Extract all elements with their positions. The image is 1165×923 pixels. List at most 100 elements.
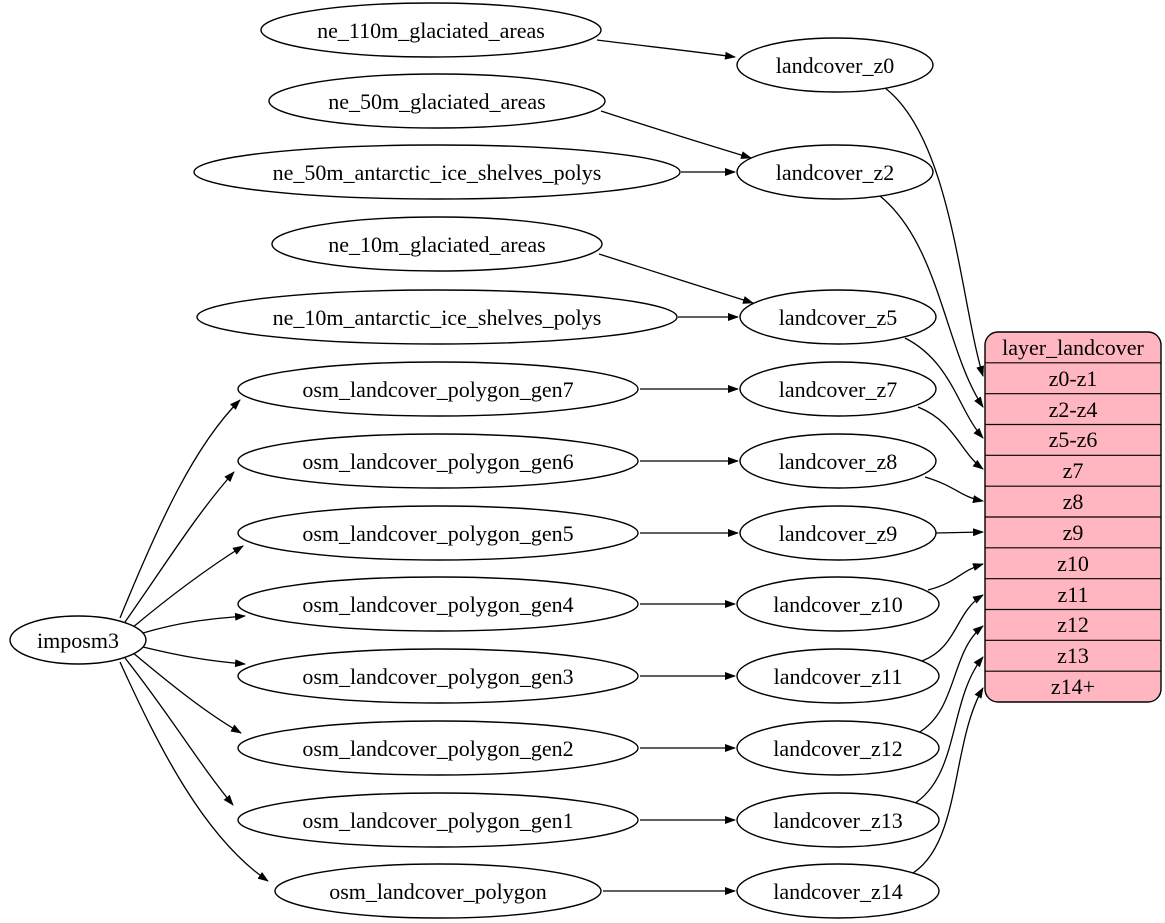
node-osm_landcover_polygon_gen7-shape [237, 361, 639, 417]
node-ne_10m_glaciated_areas-shape [271, 216, 603, 272]
node-osm_landcover_polygon_gen3-shape [237, 648, 639, 704]
node-landcover_z9-shape [739, 505, 937, 561]
record-row-z13: z13 [1057, 643, 1089, 668]
node-landcover_z5: landcover_z5 [739, 289, 937, 345]
node-landcover_z7-shape [739, 361, 937, 417]
edge-ne_10m_glaciated_areas-to-landcover_z5 [598, 253, 754, 304]
edge-imposm3-to-osm_landcover_polygon_gen3 [142, 646, 246, 668]
node-osm_landcover_polygon_gen7-label: osm_landcover_polygon_gen7 [302, 377, 573, 402]
node-osm_landcover_polygon_gen4-shape [237, 576, 639, 632]
edge-imposm3-to-osm_landcover_polygon_gen5 [131, 545, 244, 629]
node-landcover_z14-shape [736, 863, 940, 919]
edge-landcover_z14-to-row-z14plus [907, 687, 984, 877]
edge-landcover_z2-to-row-z2-z4 [879, 195, 984, 408]
node-landcover_z0: landcover_z0 [736, 37, 934, 93]
node-landcover_z2-label: landcover_z2 [776, 160, 895, 185]
node-ne_50m_antarctic_ice_shelves_polys: ne_50m_antarctic_ice_shelves_polys [193, 144, 681, 200]
node-osm_landcover_polygon_gen2-shape [237, 720, 639, 776]
edge-landcover_z13-to-row-z13 [911, 656, 984, 806]
node-imposm3: imposm3 [9, 615, 147, 665]
node-landcover_z11-label: landcover_z11 [774, 664, 903, 689]
node-ne_110m_glaciated_areas-label: ne_110m_glaciated_areas [317, 18, 545, 43]
node-osm_landcover_polygon_gen4: osm_landcover_polygon_gen4 [237, 576, 639, 632]
record-row-z7: z7 [1063, 458, 1084, 483]
edge-imposm3-to-osm_landcover_polygon_gen1 [124, 657, 234, 806]
node-ne_50m_glaciated_areas-label: ne_50m_glaciated_areas [328, 89, 545, 114]
node-landcover_z13-shape [736, 792, 940, 848]
node-osm_landcover_polygon_gen5-shape [237, 505, 639, 561]
record-row-z9: z9 [1063, 520, 1084, 545]
node-landcover_z8: landcover_z8 [739, 433, 937, 489]
node-ne_10m_glaciated_areas: ne_10m_glaciated_areas [271, 216, 603, 272]
record-row-z0-z1: z0-z1 [1049, 366, 1098, 391]
record-row-z11: z11 [1058, 582, 1089, 607]
node-ne_10m_antarctic_ice_shelves_polys-shape [196, 289, 678, 345]
node-landcover_z14: landcover_z14 [736, 863, 940, 919]
node-osm_landcover_polygon-shape [274, 863, 602, 919]
node-ne_50m_glaciated_areas: ne_50m_glaciated_areas [268, 73, 606, 129]
node-landcover_z11-shape [736, 648, 940, 704]
node-landcover_z5-shape [739, 289, 937, 345]
node-ne_50m_antarctic_ice_shelves_polys-label: ne_50m_antarctic_ice_shelves_polys [273, 160, 602, 185]
edge-landcover_z8-to-row-z8 [924, 476, 984, 503]
edge-landcover_z11-to-row-z11 [921, 594, 984, 662]
edge-imposm3-to-osm_landcover_polygon [119, 661, 269, 882]
node-osm_landcover_polygon_gen7: osm_landcover_polygon_gen7 [237, 361, 639, 417]
edge-landcover_z10-to-row-z10 [927, 563, 984, 591]
node-osm_landcover_polygon_gen5: osm_landcover_polygon_gen5 [237, 505, 639, 561]
record-row-z8: z8 [1063, 489, 1084, 514]
node-landcover_z8-shape [739, 433, 937, 489]
node-landcover_z2: landcover_z2 [736, 144, 934, 200]
node-osm_landcover_polygon_gen6-shape [237, 433, 639, 489]
node-landcover_z5-label: landcover_z5 [779, 305, 898, 330]
node-osm_landcover_polygon_gen4-label: osm_landcover_polygon_gen4 [302, 592, 573, 617]
node-landcover_z10-label: landcover_z10 [773, 592, 903, 617]
record-row-z5-z6: z5-z6 [1049, 427, 1098, 452]
node-ne_50m_glaciated_areas-shape [268, 73, 606, 129]
edge-landcover_z5-to-row-z5-z6 [904, 337, 984, 439]
node-osm_landcover_polygon_gen1: osm_landcover_polygon_gen1 [237, 792, 639, 848]
edge-imposm3-to-osm_landcover_polygon_gen2 [131, 651, 242, 734]
node-ne_110m_glaciated_areas-shape [260, 2, 602, 58]
node-landcover_z12-label: landcover_z12 [773, 736, 903, 761]
node-landcover_z11: landcover_z11 [736, 648, 940, 704]
node-osm_landcover_polygon_gen2: osm_landcover_polygon_gen2 [237, 720, 639, 776]
node-ne_110m_glaciated_areas: ne_110m_glaciated_areas [260, 2, 602, 58]
nodes: imposm3 ne_110m_glaciated_areas ne_50m_g… [9, 2, 940, 919]
node-osm_landcover_polygon_gen5-label: osm_landcover_polygon_gen5 [302, 521, 573, 546]
node-landcover_z9-label: landcover_z9 [779, 521, 898, 546]
node-landcover_z10: landcover_z10 [736, 576, 940, 632]
node-landcover_z2-shape [736, 144, 934, 200]
node-landcover_z10-shape [736, 576, 940, 632]
node-ne_50m_antarctic_ice_shelves_polys-shape [193, 144, 681, 200]
node-osm_landcover_polygon_gen1-label: osm_landcover_polygon_gen1 [302, 808, 573, 833]
edge-landcover_z12-to-row-z12 [917, 625, 984, 734]
edge-imposm3-to-osm_landcover_polygon_gen6 [124, 471, 235, 623]
node-landcover_z13: landcover_z13 [736, 792, 940, 848]
edges [119, 39, 984, 895]
edge-imposm3-to-osm_landcover_polygon_gen7 [119, 399, 241, 619]
node-landcover_z7-label: landcover_z7 [779, 377, 898, 402]
edge-ne_50m_glaciated_areas-to-landcover_z2 [600, 110, 752, 159]
record-row-z2-z4: z2-z4 [1049, 397, 1098, 422]
node-osm_landcover_polygon_gen1-shape [237, 792, 639, 848]
edge-ne_110m_glaciated_areas-to-landcover_z0 [596, 39, 736, 60]
node-landcover_z13-label: landcover_z13 [773, 808, 903, 833]
node-landcover_z8-label: landcover_z8 [779, 449, 898, 474]
node-osm_landcover_polygon_gen6-label: osm_landcover_polygon_gen6 [302, 449, 573, 474]
edge-landcover_z9-to-row-z9 [935, 528, 984, 537]
record-title: layer_landcover [1002, 335, 1144, 360]
node-osm_landcover_polygon_gen3: osm_landcover_polygon_gen3 [237, 648, 639, 704]
node-ne_10m_antarctic_ice_shelves_polys-label: ne_10m_antarctic_ice_shelves_polys [273, 305, 602, 330]
record-layer_landcover: layer_landcover z0-z1 z2-z4 z5-z6 z7 z8 … [984, 331, 1162, 703]
node-landcover_z9: landcover_z9 [739, 505, 937, 561]
node-osm_landcover_polygon_gen6: osm_landcover_polygon_gen6 [237, 433, 639, 489]
node-landcover_z0-label: landcover_z0 [776, 53, 895, 78]
node-osm_landcover_polygon_gen2-label: osm_landcover_polygon_gen2 [302, 736, 573, 761]
node-landcover_z12-shape [736, 720, 940, 776]
record-row-z10: z10 [1057, 551, 1089, 576]
node-imposm3-label: imposm3 [37, 628, 119, 653]
node-landcover_z0-shape [736, 37, 934, 93]
